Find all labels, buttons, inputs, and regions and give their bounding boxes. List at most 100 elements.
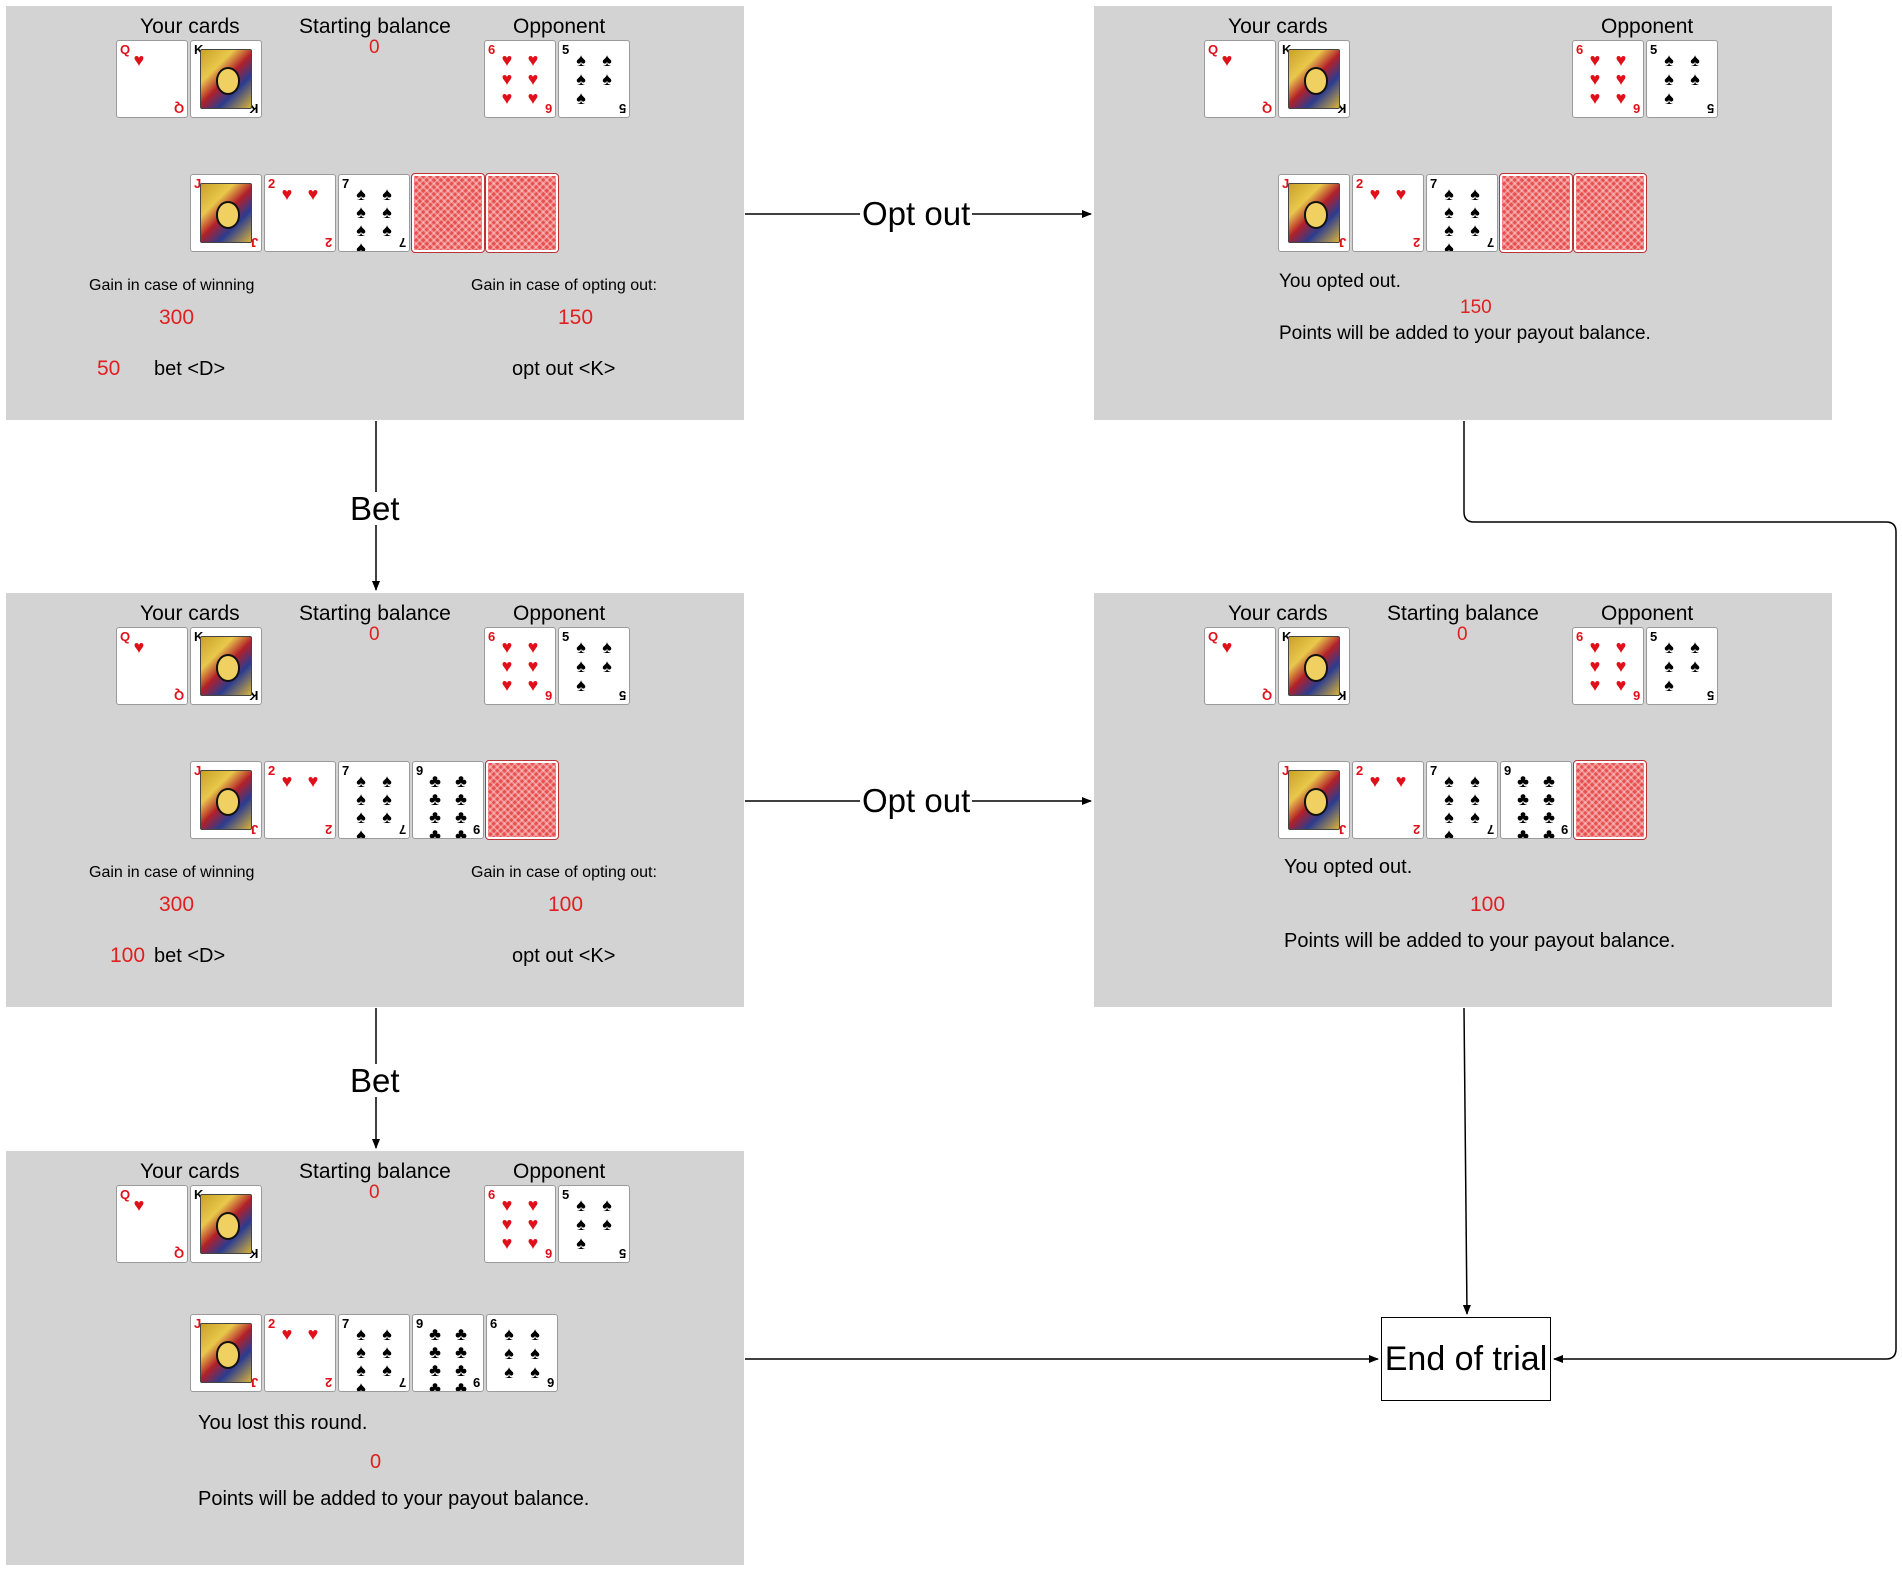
points-value: 150 [1460, 297, 1492, 318]
card-rank: 5 [562, 42, 570, 57]
suit-icon: ♥ [527, 88, 539, 108]
gain-optout-label: Gain in case of opting out: [471, 864, 657, 881]
suit-icon: ♠ [382, 1324, 392, 1344]
starting-balance-value: 0 [1457, 624, 1468, 645]
card-rank: Q [1208, 629, 1219, 644]
optout-key-label[interactable]: opt out <K> [512, 358, 616, 380]
opponent-label: Opponent [513, 1160, 606, 1183]
your-cards-label: Your cards [140, 1160, 240, 1183]
suit-icon: ♠ [1444, 771, 1454, 791]
face-card-picture [200, 49, 252, 109]
card-rank: 5 [618, 1246, 626, 1261]
card-rank: K [194, 1187, 204, 1202]
card-rank: K [194, 629, 204, 644]
suit-icon: ♥ [1615, 50, 1627, 70]
playing-card: 99♣♣♣♣♣♣♣♣♣ [412, 1314, 484, 1392]
card-pips: ♥♥ [1363, 772, 1413, 828]
card-back [485, 760, 559, 840]
suit-icon: ♥ [501, 656, 513, 676]
card-back [485, 173, 559, 253]
opponent-label: Opponent [513, 15, 606, 38]
card-rank: 9 [1504, 763, 1512, 778]
suit-icon: ♠ [382, 807, 392, 827]
card-pips: ♠♠♠♠♠♠ [497, 1325, 547, 1381]
opponent-label: Opponent [1601, 15, 1694, 38]
card-rank: 6 [544, 101, 552, 116]
panel-lost-round: Your cards Starting balance 0 Opponent Q… [6, 1151, 744, 1565]
suit-icon: ♣ [455, 1378, 467, 1392]
suit-icon: ♠ [1690, 637, 1700, 657]
card-rank: 5 [618, 101, 626, 116]
suit-icon: ♥ [281, 771, 293, 791]
suit-icon: ♥ [133, 1195, 145, 1215]
suit-icon: ♥ [1589, 69, 1601, 89]
card-rank: 9 [416, 763, 424, 778]
suit-icon: ♠ [1664, 637, 1674, 657]
points-message: Points will be added to your payout bala… [198, 1488, 590, 1510]
your-cards-label: Your cards [1228, 602, 1328, 625]
gain-optout-value: 150 [558, 306, 594, 329]
bet-key-label[interactable]: bet <D> [154, 358, 226, 380]
suit-icon: ♣ [429, 807, 441, 827]
card-rank: 6 [1576, 629, 1584, 644]
card-rank: 7 [342, 176, 350, 191]
face-card-picture [1288, 636, 1340, 696]
gain-winning-label: Gain in case of winning [89, 864, 255, 881]
card-pips: ♥♥♥♥♥♥ [1583, 51, 1633, 107]
card-rank: 5 [1650, 42, 1658, 57]
suit-icon: ♣ [455, 1360, 467, 1380]
suit-icon: ♠ [1690, 69, 1700, 89]
bet-key-label[interactable]: bet <D> [154, 945, 226, 967]
suit-icon: ♥ [1615, 675, 1627, 695]
suit-icon: ♥ [1615, 88, 1627, 108]
starting-balance-label: Starting balance [299, 1160, 451, 1183]
card-back [1573, 173, 1647, 253]
bet-amount: 50 [97, 357, 121, 380]
suit-icon: ♠ [382, 1342, 392, 1362]
playing-card: 99♣♣♣♣♣♣♣♣♣ [412, 761, 484, 839]
card-back [411, 173, 485, 253]
suit-icon: ♠ [1470, 202, 1480, 222]
suit-icon: ♠ [356, 202, 366, 222]
card-rank: J [194, 1316, 202, 1331]
suit-icon: ♠ [1690, 50, 1700, 70]
suit-icon: ♠ [1444, 220, 1454, 240]
card-rank: 5 [562, 1187, 570, 1202]
opted-out-message: You opted out. [1279, 271, 1401, 292]
suit-icon: ♠ [382, 1360, 392, 1380]
opponent-label: Opponent [1601, 602, 1694, 625]
suit-icon: ♠ [602, 637, 612, 657]
card-rank: 7 [1486, 822, 1494, 837]
suit-icon: ♥ [1221, 637, 1233, 657]
card-pips: ♠♠♠♠♠ [1657, 51, 1707, 107]
optout-key-label[interactable]: opt out <K> [512, 945, 616, 967]
card-rank: 9 [472, 822, 480, 837]
starting-balance-label: Starting balance [1387, 602, 1539, 625]
suit-icon: ♣ [455, 807, 467, 827]
suit-icon: ♠ [382, 202, 392, 222]
suit-icon: ♠ [1664, 69, 1674, 89]
card-pips: ♥♥♥♥♥♥ [495, 1196, 545, 1252]
card-rank: 6 [544, 1246, 552, 1261]
suit-icon: ♠ [602, 69, 612, 89]
starting-balance-value: 0 [369, 624, 380, 645]
card-pips: ♠♠♠♠♠ [569, 1196, 619, 1252]
card-rank: 6 [546, 1375, 554, 1390]
suit-icon: ♣ [1543, 825, 1555, 839]
